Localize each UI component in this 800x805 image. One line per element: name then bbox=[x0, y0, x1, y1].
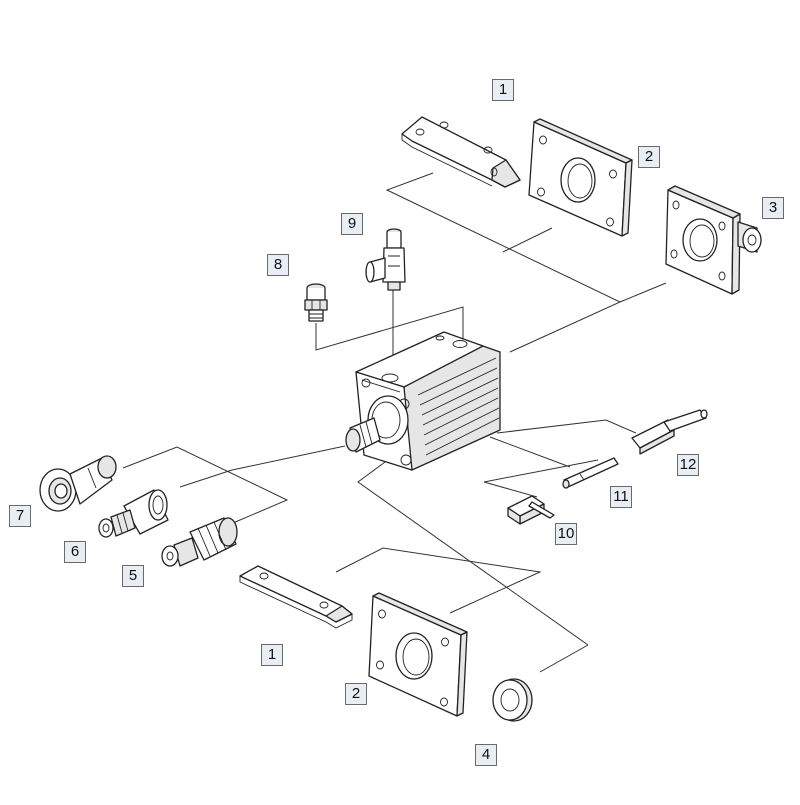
switch-spacer-11 bbox=[562, 457, 619, 489]
floating-joint-5 bbox=[161, 517, 238, 567]
callout-sw-11: 11 bbox=[610, 486, 632, 508]
leader-rod-to-cyl bbox=[231, 445, 346, 471]
fitting-9 bbox=[365, 228, 406, 291]
callout-fit-9: 9 bbox=[341, 213, 363, 235]
callout-left-7: 7 bbox=[9, 505, 31, 527]
callout-fit-8: 8 bbox=[267, 254, 289, 276]
auto-switch-12 bbox=[631, 409, 708, 455]
callout-top-2: 2 bbox=[638, 146, 660, 168]
leader-bottom-bracket bbox=[335, 547, 542, 614]
leader-sw-11 bbox=[489, 436, 571, 468]
callout-bot-4: 4 bbox=[475, 744, 497, 766]
leader-top-bracket bbox=[385, 172, 622, 353]
washer-4 bbox=[492, 678, 533, 722]
leader-bottom-4 bbox=[539, 644, 589, 673]
callout-sw-12: 12 bbox=[677, 454, 699, 476]
leader-rod-mid bbox=[179, 469, 233, 488]
foot-bracket-bottom bbox=[239, 565, 353, 629]
callout-top-3: 3 bbox=[762, 197, 784, 219]
leader-top-flange bbox=[502, 227, 553, 253]
leader-sw-10 bbox=[483, 481, 538, 498]
leader-bottom-washer bbox=[357, 461, 589, 646]
callout-bot-2: 2 bbox=[345, 683, 367, 705]
leader-sw-12 bbox=[496, 419, 637, 434]
clevis-flange-top bbox=[665, 185, 762, 295]
callout-left-5: 5 bbox=[122, 565, 144, 587]
callout-left-6: 6 bbox=[64, 541, 86, 563]
leader-top-clevis bbox=[619, 282, 667, 303]
callout-top-1: 1 bbox=[492, 79, 514, 101]
callout-sw-10: 10 bbox=[555, 523, 577, 545]
flange-plate-top bbox=[528, 118, 633, 237]
leader-lines bbox=[122, 172, 667, 673]
rod-eye-7 bbox=[39, 455, 117, 512]
foot-bracket-top bbox=[401, 116, 521, 188]
leader-sw-join bbox=[483, 459, 599, 483]
callout-bot-1: 1 bbox=[261, 644, 283, 666]
switch-mount-10 bbox=[507, 495, 555, 525]
flange-plate-bottom bbox=[368, 592, 468, 717]
leader-fitting-8 bbox=[315, 306, 464, 351]
leader-rod-ends bbox=[122, 446, 289, 524]
rod-clevis-6 bbox=[98, 489, 169, 538]
compact-cylinder bbox=[345, 331, 501, 471]
fitting-8 bbox=[304, 283, 328, 322]
